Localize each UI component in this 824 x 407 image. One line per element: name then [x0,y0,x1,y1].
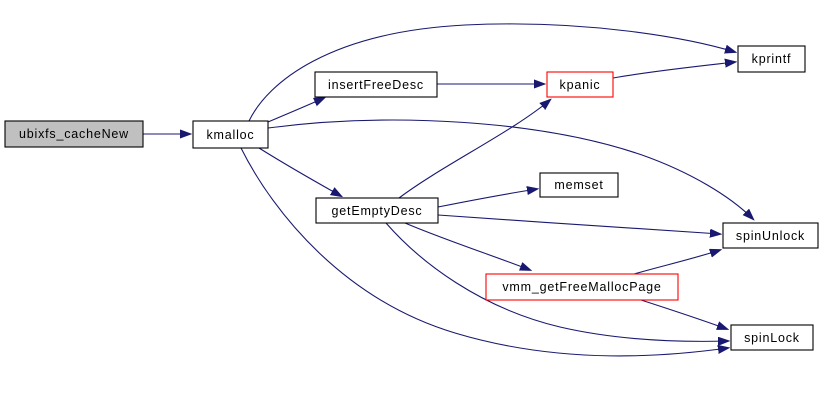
node-insertFreeDesc[interactable]: insertFreeDesc [314,71,438,98]
node-kpanic[interactable]: kpanic [546,71,614,98]
edge-kmalloc-to-getEmptyDesc [258,147,341,196]
node-getEmptyDesc-label[interactable]: getEmptyDesc [332,204,423,218]
node-kmalloc-box[interactable] [192,120,269,149]
node-spinLock[interactable]: spinLock [730,324,814,351]
edge-kmalloc-to-insertFreeDesc [267,98,324,123]
node-spinUnlock-box[interactable] [722,222,819,249]
node-memset-label[interactable]: memset [554,178,603,192]
node-spinUnlock-label[interactable]: spinUnlock [736,229,805,243]
nodes: ubixfs_cacheNew kmalloc insertFreeDesc k… [4,45,819,351]
node-getEmptyDesc-box[interactable] [315,197,439,224]
node-kpanic-label[interactable]: kpanic [560,78,601,92]
edge-vmm_getFreeMallocPage-to-spinLock [640,299,727,329]
node-kprintf-label[interactable]: kprintf [752,52,792,66]
node-vmm_getFreeMallocPage-box[interactable] [485,273,679,301]
node-vmm_getFreeMallocPage-label[interactable]: vmm_getFreeMallocPage [502,280,661,294]
node-ubixfs_cacheNew-box [4,120,144,148]
node-spinUnlock[interactable]: spinUnlock [722,222,819,249]
edge-getEmptyDesc-to-spinLock [385,222,728,341]
node-spinLock-box[interactable] [730,324,814,351]
node-memset[interactable]: memset [539,172,619,198]
node-vmm_getFreeMallocPage[interactable]: vmm_getFreeMallocPage [485,273,679,301]
edge-getEmptyDesc-to-spinUnlock [437,214,720,234]
edge-vmm_getFreeMallocPage-to-spinUnlock [633,250,720,275]
node-kmalloc[interactable]: kmalloc [192,120,269,149]
node-memset-box[interactable] [539,172,619,198]
edge-getEmptyDesc-to-kpanic [398,100,550,199]
edges [143,23,753,357]
edge-kpanic-to-kprintf [612,62,735,79]
node-getEmptyDesc[interactable]: getEmptyDesc [315,197,439,224]
node-kprintf-box[interactable] [737,45,806,73]
node-spinLock-label[interactable]: spinLock [744,331,800,345]
node-ubixfs_cacheNew-label: ubixfs_cacheNew [19,127,129,141]
edge-getEmptyDesc-to-memset [437,189,537,208]
edge-kmalloc-to-spinLock [240,147,728,357]
node-kprintf[interactable]: kprintf [737,45,806,73]
node-kmalloc-label[interactable]: kmalloc [207,128,255,142]
edge-kmalloc-to-spinUnlock [267,119,753,219]
node-insertFreeDesc-box[interactable] [314,71,438,98]
edge-getEmptyDesc-to-vmm_getFreeMallocPage [404,222,530,270]
edge-kmalloc-to-kprintf [248,23,735,122]
node-ubixfs_cacheNew: ubixfs_cacheNew [4,120,144,148]
node-kpanic-box[interactable] [546,71,614,98]
node-insertFreeDesc-label[interactable]: insertFreeDesc [328,78,424,92]
